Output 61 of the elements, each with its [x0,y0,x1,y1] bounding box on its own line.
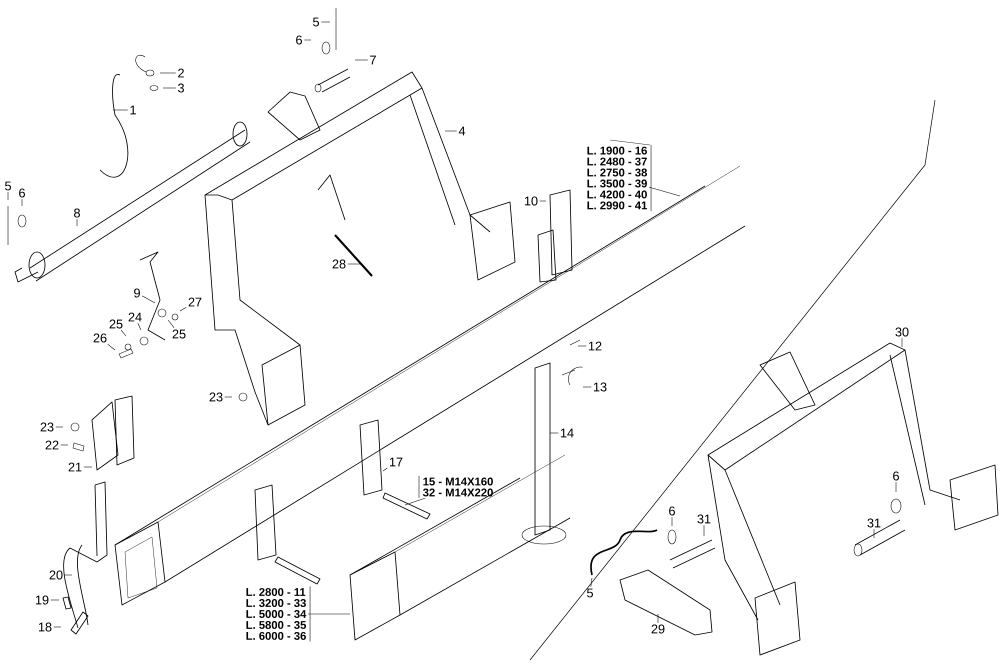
leader-line [53,626,62,628]
callout-number: 19 [36,596,48,604]
callout-number: 6 [893,472,899,480]
leader-line [404,498,426,506]
callout-number: 30 [895,328,909,336]
callout-number: 24 [128,312,142,322]
leader-line [590,578,592,588]
callout-number: 6 [669,506,675,516]
leader-line [550,432,559,434]
leader-line [55,426,64,428]
callout-number: 21 [68,462,82,472]
leader-line [168,320,174,328]
callout-number: 23 [40,422,54,432]
leader-line [648,186,680,196]
leader-line [60,444,68,446]
callout-number: 9 [134,288,140,298]
callout-number: 4 [458,126,466,136]
callout-number: 14 [560,428,574,438]
parts-table: 15 - M14X160 32 - M14X220 [422,478,493,496]
callout-number: 20 [50,570,63,580]
callout-number: 31 [867,518,880,528]
callout-number: 25 [172,330,186,338]
leader-line [382,468,388,472]
leader-line [83,466,92,468]
leader-line [224,396,232,398]
callout-number: 5 [5,182,11,190]
callout-number: 6 [296,36,302,44]
callout-number: 5 [313,18,319,26]
leader-line [444,130,458,132]
callout-number: 25 [110,320,123,328]
callout-number: 5 [587,588,593,598]
callout-number: 6 [19,188,25,198]
callout-number: 18 [38,622,52,632]
leader-line [120,330,126,336]
callout-number: 12 [588,342,602,350]
leader-line [160,72,176,74]
callout-number: 2 [178,68,184,78]
callout-number: 31 [697,514,710,524]
callout-number: 13 [594,382,606,392]
leader-line [582,386,592,388]
leader-line [64,574,72,576]
callout-number: 28 [332,260,346,268]
callout-number: 29 [652,624,664,634]
leader-line [138,322,142,330]
parts-table: L. 2800 - 11 L. 3200 - 33 L. 5000 - 34 L. 5800 - 35 L. 6000 - 36 [246,588,306,640]
leader-line [107,344,116,350]
parts-table: L. 1900 - 16 L. 2480 - 37 L. 2750 - 38 L. 3500 - 39 L. 4200 - 40 L. 2990 - 41 [587,146,648,210]
leader-line [180,306,187,312]
callout-number: 22 [46,440,58,450]
callout-number: 3 [178,84,184,92]
callout-number: 1 [130,106,136,114]
leader-line [539,200,546,202]
callout-number: 10 [524,196,538,206]
callout-number: 26 [94,334,106,342]
callout-number: 27 [188,298,202,306]
leader-line [76,218,78,226]
leader-line [142,296,156,304]
callout-number: 8 [74,208,80,218]
callout-number: 23 [210,392,222,402]
callout-number: 17 [390,458,402,466]
callout-number: 7 [370,56,376,64]
